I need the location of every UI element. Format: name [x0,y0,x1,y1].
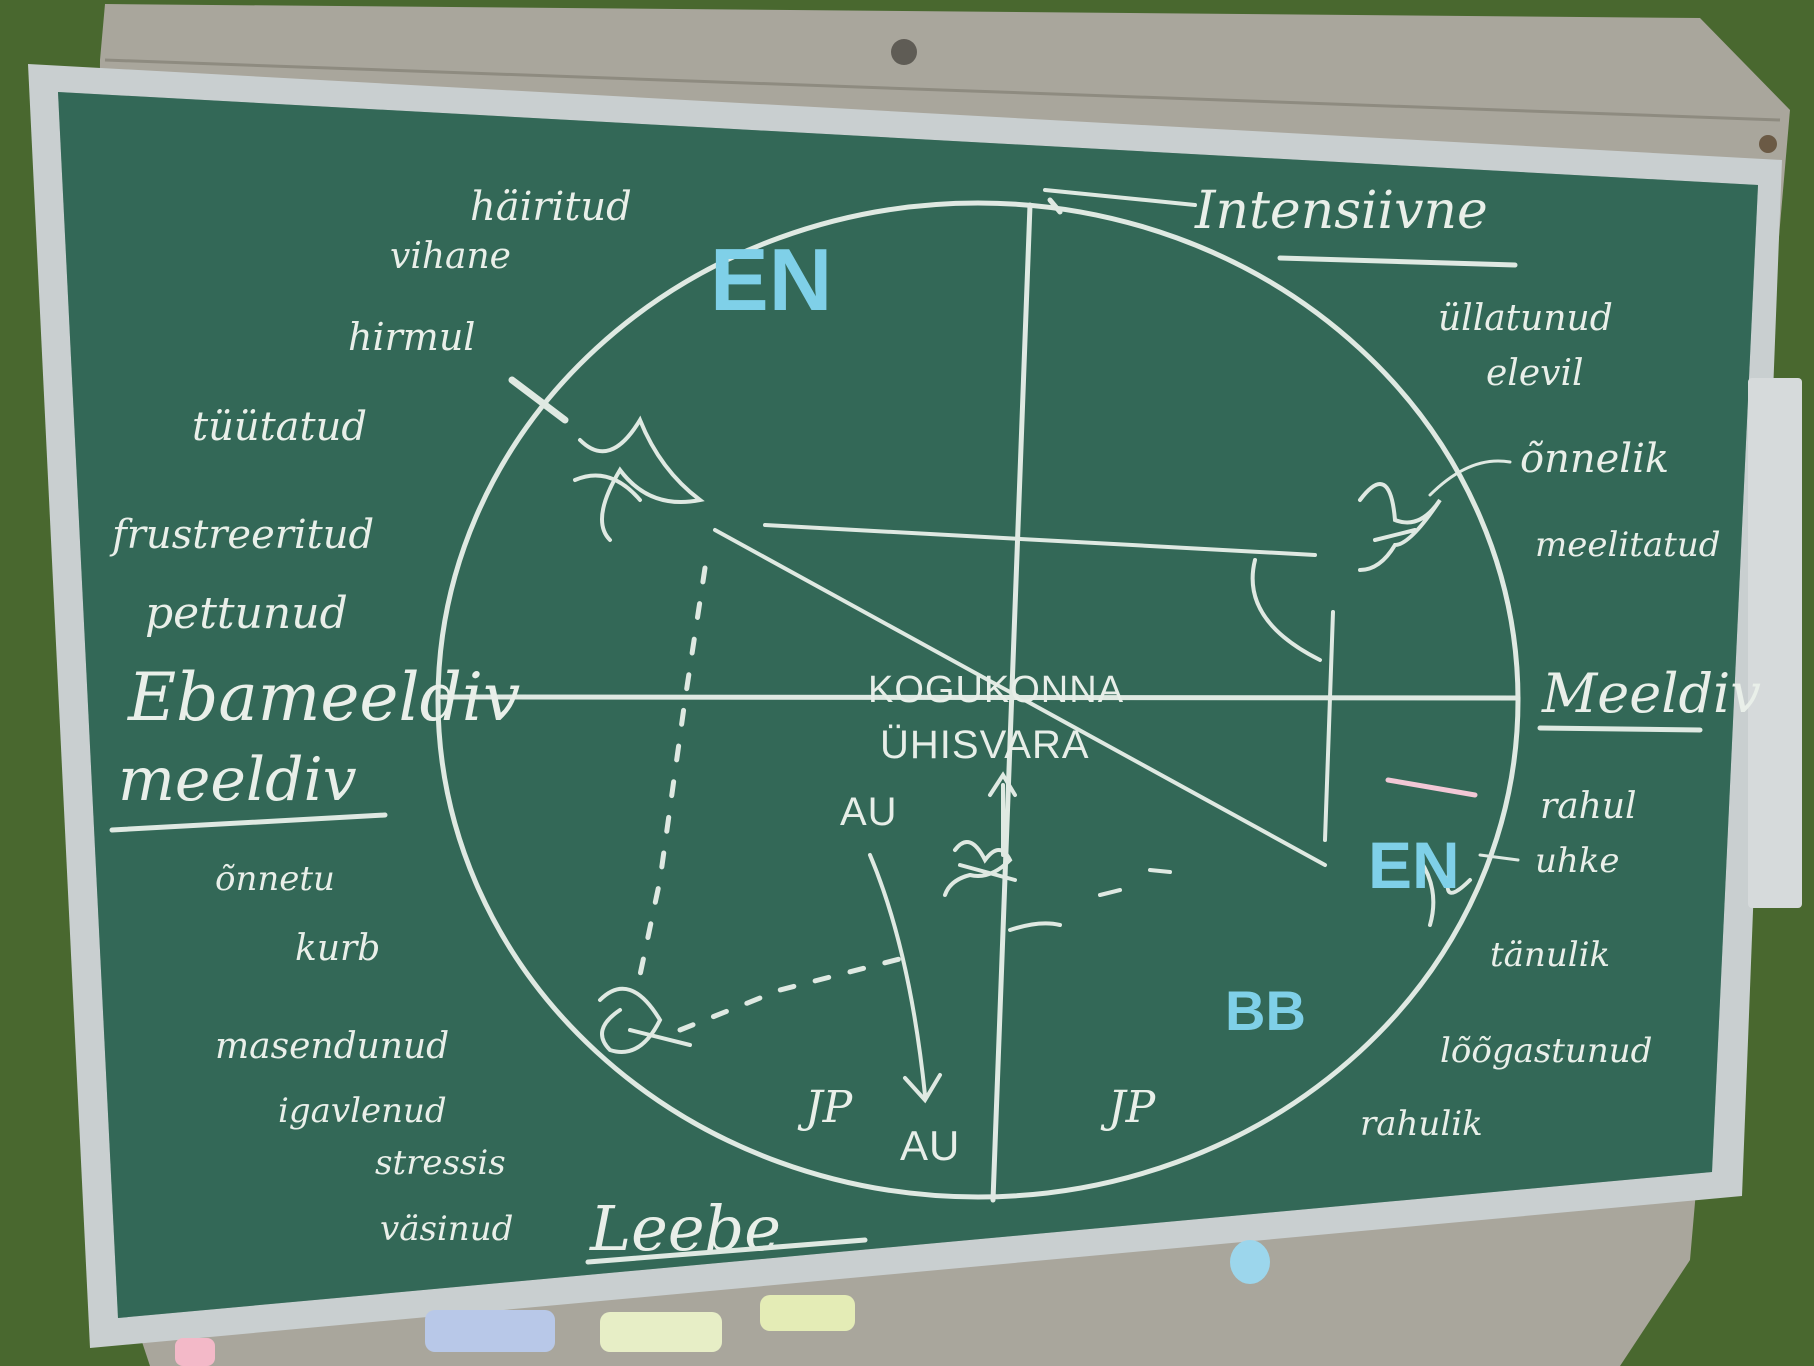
word-onnetu: õnnetu [215,859,335,899]
mark-en-right: EN [1368,828,1460,902]
word-elevil: elevil [1486,353,1584,394]
mark-jp-left: JP [797,1082,854,1133]
center-text-line1: KOGUKONNA [868,669,1124,711]
word-hairitud: häiritud [470,184,632,230]
board-side-clip [1748,378,1802,908]
label-unpleasant-line2: meeldiv [118,745,357,815]
chalk-piece-yellow-2 [760,1295,855,1331]
word-tuutatud: tüütatud [192,404,367,450]
word-rahulik: rahulik [1360,1104,1483,1144]
label-intensive: Intensiivne [1194,181,1488,241]
label-pleasant: Meeldiv [1541,662,1761,725]
word-frustreeritud: frustreeritud [109,512,374,558]
word-pettunud: pettunud [145,588,348,639]
label-pleasant-underline [1540,728,1700,730]
mark-au-upper: AU [840,790,898,834]
word-tanulik: tänulik [1490,935,1610,975]
word-hirmul: hirmul [348,315,475,359]
chalk-piece-cyan [1230,1240,1270,1284]
mark-jp-right: JP [1100,1082,1157,1133]
chalk-piece-yellow [600,1312,722,1352]
word-vihane: vihane [390,236,511,277]
word-ullatunud: üllatunud [1438,298,1613,339]
word-rahul: rahul [1540,786,1637,827]
word-masendunud: masendunud [215,1026,449,1067]
word-onnelik: õnnelik [1520,436,1669,482]
word-igavlenud: igavlenud [278,1091,447,1131]
wood-knot [891,39,917,65]
chalk-piece-blue [425,1310,555,1352]
word-stressis: stressis [375,1143,506,1183]
word-kurb: kurb [295,928,380,969]
mark-en-top: EN [710,230,832,329]
word-uhke: uhke [1535,841,1620,881]
mark-bb: BB [1225,979,1306,1042]
word-loogastunud: lõõgastunud [1440,1031,1652,1071]
word-meelitatud: meelitatud [1535,525,1721,565]
mark-au-lower: AU [900,1122,960,1169]
label-unpleasant-line1: Ebameeldiv [127,659,520,736]
center-text-line2: ÜHISVARA [880,723,1090,767]
word-vasinud: väsinud [380,1209,513,1249]
